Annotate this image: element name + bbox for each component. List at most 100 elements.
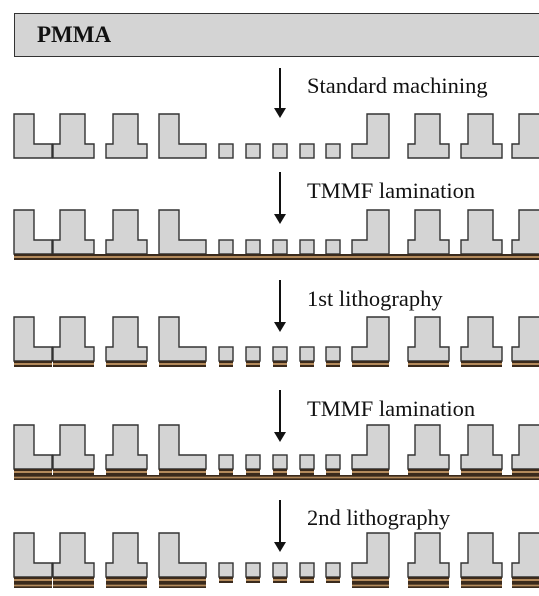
pmma-feature [158, 532, 207, 578]
tmmf-film-patterned-stripe [300, 579, 314, 581]
pmma-feature [52, 532, 95, 578]
pmma-feature [52, 113, 95, 159]
pmma-feature [511, 209, 539, 255]
step-1-arrow-head [274, 108, 286, 118]
pmma-substrate-bar: PMMA [14, 13, 539, 57]
pmma-feature [52, 209, 95, 255]
pmma-label: PMMA [37, 22, 112, 47]
pmma-post [299, 562, 315, 578]
step-4-label: TMMF lamination [307, 396, 476, 421]
tmmf-film-patterned-stripe [408, 363, 449, 365]
tmmf-film-patterned-stripe [106, 471, 147, 473]
tmmf-film-patterned-stripe [53, 579, 94, 581]
tmmf-film-patterned-stripe [159, 579, 206, 581]
tmmf-film-patterned-stripe [246, 363, 260, 365]
pmma-feature [52, 424, 95, 470]
pmma-feature [158, 424, 207, 470]
pmma-feature [407, 532, 450, 578]
tmmf-film-patterned-stripe [300, 363, 314, 365]
tmmf-film-patterned-stripe [326, 363, 340, 365]
pmma-feature [105, 316, 148, 362]
pmma-post [299, 454, 315, 470]
tmmf-film-patterned-stripe [408, 471, 449, 473]
tmmf-film-patterned-stripe [461, 579, 502, 581]
pmma-feature [105, 113, 148, 159]
pmma-feature [511, 532, 539, 578]
tmmf-film-patterned-stripe [512, 363, 539, 365]
tmmf-film-second-patterned-stripe [512, 584, 539, 587]
tmmf-film-patterned-stripe [246, 579, 260, 581]
tmmf-film-patterned-stripe [352, 471, 389, 473]
tmmf-film-patterned-stripe [219, 363, 233, 365]
pmma-post [325, 143, 341, 159]
pmma-post [245, 346, 261, 362]
tmmf-film-patterned-stripe [246, 471, 260, 473]
pmma-feature [158, 209, 207, 255]
pmma-feature [105, 532, 148, 578]
tmmf-film-patterned-stripe [53, 363, 94, 365]
tmmf-film-second-patterned-stripe [14, 584, 52, 587]
tmmf-film-patterned-stripe [512, 471, 539, 473]
pmma-post [325, 454, 341, 470]
tmmf-film-patterned-stripe [14, 471, 52, 473]
step-2-arrow-head [274, 214, 286, 224]
pmma-post [272, 346, 288, 362]
pmma-feature [460, 316, 503, 362]
tmmf-film-patterned-stripe [326, 579, 340, 581]
pmma-feature [105, 424, 148, 470]
pmma-post [272, 143, 288, 159]
tmmf-film-patterned-stripe [159, 363, 206, 365]
pmma-feature [13, 316, 53, 362]
pmma-feature [511, 424, 539, 470]
pmma-post [325, 239, 341, 255]
pmma-feature [407, 316, 450, 362]
pmma-post [299, 239, 315, 255]
pmma-feature [407, 113, 450, 159]
pmma-feature [13, 209, 53, 255]
tmmf-film-patterned-stripe [159, 471, 206, 473]
tmmf-film-patterned-stripe [300, 471, 314, 473]
tmmf-film-patterned-stripe [53, 471, 94, 473]
step-1-label: Standard machining [307, 73, 488, 98]
tmmf-film-patterned-stripe [273, 471, 287, 473]
pmma-post [218, 346, 234, 362]
tmmf-film-patterned-stripe [273, 363, 287, 365]
tmmf-film-patterned-stripe [14, 363, 52, 365]
pmma-post [218, 454, 234, 470]
pmma-feature [460, 532, 503, 578]
tmmf-film-patterned-stripe [352, 363, 389, 365]
pmma-feature [460, 113, 503, 159]
pmma-post [299, 143, 315, 159]
pmma-feature [13, 113, 53, 159]
tmmf-film-stripe [14, 256, 539, 258]
tmmf-film-patterned-stripe [106, 363, 147, 365]
pmma-post [245, 239, 261, 255]
tmmf-film-second-patterned-stripe [106, 584, 147, 587]
tmmf-film-patterned-stripe [461, 471, 502, 473]
pmma-feature [351, 532, 390, 578]
pmma-feature [105, 209, 148, 255]
pmma-feature [460, 209, 503, 255]
pmma-feature [351, 209, 390, 255]
tmmf-film-second-patterned-stripe [461, 584, 502, 587]
tmmf-film-patterned-stripe [408, 579, 449, 581]
tmmf-film-second-patterned-stripe [53, 584, 94, 587]
pmma-feature [351, 424, 390, 470]
pmma-post [218, 562, 234, 578]
pmma-post [272, 454, 288, 470]
step-3-arrow-head [274, 322, 286, 332]
tmmf-film-patterned-stripe [352, 579, 389, 581]
tmmf-film-patterned-stripe [106, 579, 147, 581]
pmma-feature [460, 424, 503, 470]
step-5-arrow-head [274, 542, 286, 552]
tmmf-film-patterned-stripe [273, 579, 287, 581]
pmma-feature [13, 424, 53, 470]
pmma-feature [407, 424, 450, 470]
pmma-post [325, 346, 341, 362]
pmma-feature [13, 532, 53, 578]
pmma-post [245, 454, 261, 470]
tmmf-film-second-patterned-stripe [352, 584, 389, 587]
pmma-feature [351, 316, 390, 362]
tmmf-film-patterned-stripe [219, 579, 233, 581]
